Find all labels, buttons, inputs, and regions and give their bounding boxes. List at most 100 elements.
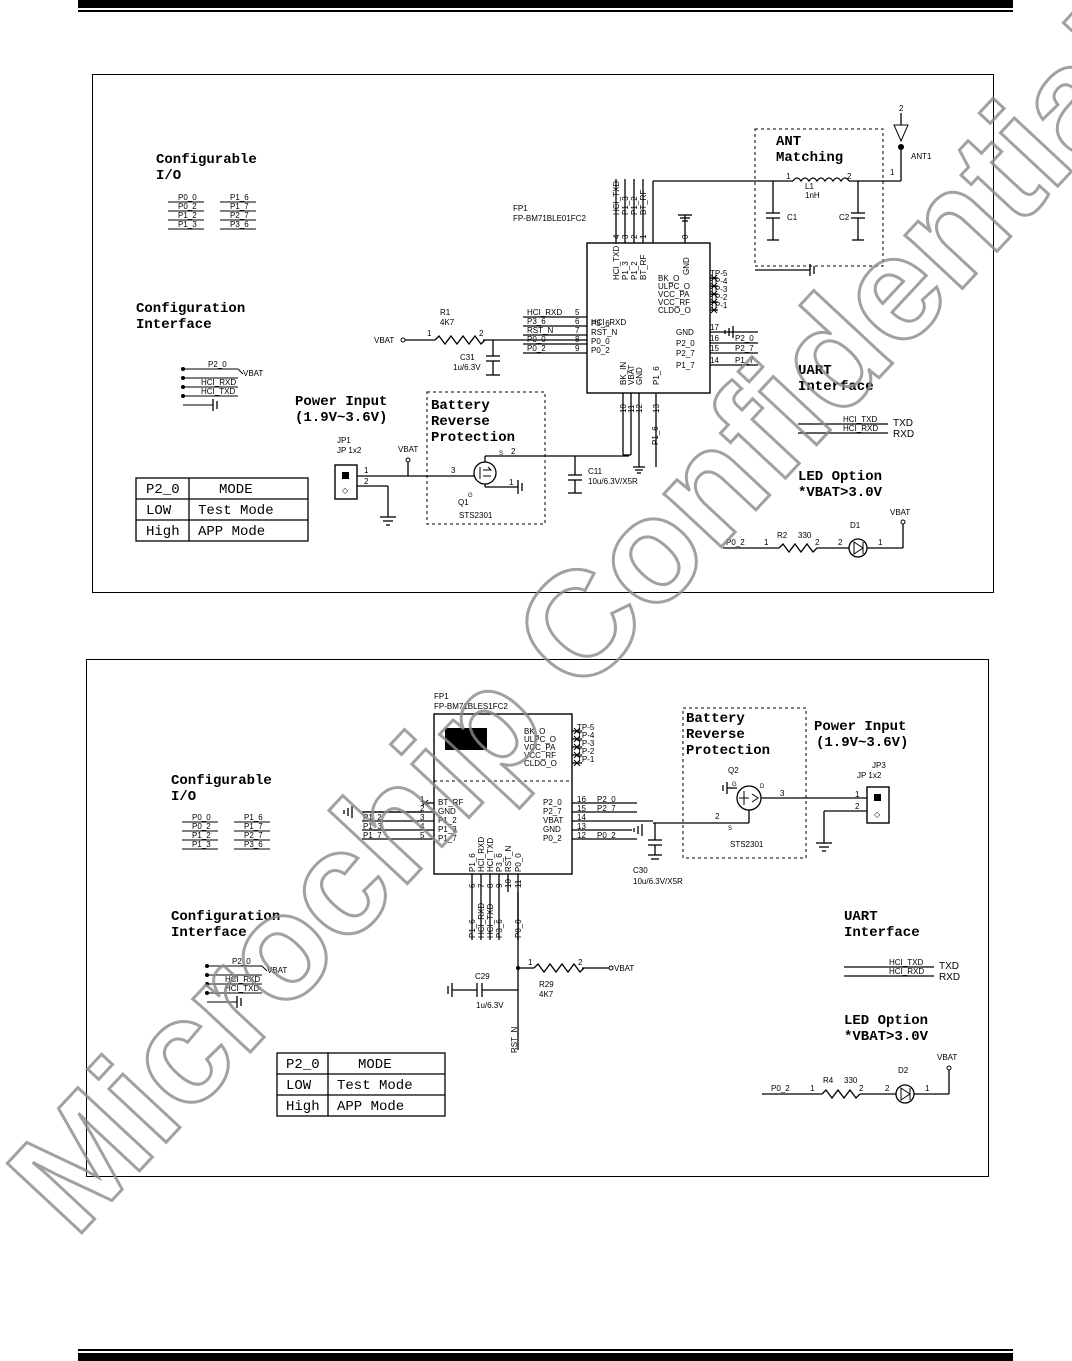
schematic-label: VBAT bbox=[890, 508, 910, 517]
schematic-label: 1 bbox=[925, 1084, 930, 1093]
schematic-shape bbox=[334, 464, 358, 500]
c29-value: 1u/6.3V bbox=[476, 1001, 504, 1010]
schematic-shape bbox=[533, 962, 585, 974]
schematic-shape bbox=[405, 457, 411, 463]
chip-pin-number: 7 bbox=[575, 326, 580, 335]
jp1-value: JP 1x2 bbox=[337, 446, 362, 455]
r1-c31-top: VBAT R1 4K7 1 2 C31 1u/6.3V bbox=[374, 308, 587, 376]
io-net-right: P1_6 bbox=[244, 813, 263, 822]
chip-pin-number: 2 bbox=[630, 234, 639, 239]
wire bbox=[237, 368, 244, 375]
chip-pin-name: BK_IN bbox=[619, 362, 628, 385]
schematic-shape bbox=[895, 1084, 915, 1104]
cfg-net: VBAT bbox=[243, 369, 263, 378]
schematic-shape bbox=[479, 466, 493, 479]
schematic-shape bbox=[473, 461, 497, 485]
chip-right-net: P0_2 bbox=[597, 831, 616, 840]
schematic-label: RXD bbox=[893, 429, 914, 440]
chip-pin-name: P1_2 bbox=[438, 816, 457, 825]
chip-part: FP-BM71BLES1FC2 bbox=[434, 702, 508, 711]
schematic-shape bbox=[608, 965, 614, 971]
chip-right-name: P2_7 bbox=[676, 349, 695, 358]
uart-interface-bottom: UART Interface HCI_TXD HCI_RXD TXD RXD bbox=[844, 909, 960, 983]
chip-pin-number: 1 bbox=[420, 795, 425, 804]
c31-ref: C31 bbox=[460, 353, 475, 362]
io-net-left: P1_3 bbox=[178, 220, 197, 229]
chip-right-net: P2_0 bbox=[597, 795, 616, 804]
chip-pin-name: HCI_RXD bbox=[477, 837, 486, 872]
header-rule-thin bbox=[78, 10, 1013, 12]
chip-tp-name: VCC_RF bbox=[658, 298, 690, 307]
schematic-label: 1 bbox=[890, 168, 895, 177]
chip-pin-number: 2 bbox=[420, 804, 425, 813]
jp3-value: JP 1x2 bbox=[857, 771, 882, 780]
schematic-label: RST_N bbox=[510, 1027, 519, 1053]
chip-pin-name: P2_7 bbox=[543, 807, 562, 816]
chip-tp-label: TP-4 bbox=[710, 277, 728, 286]
chip-pin-name: GND bbox=[438, 807, 456, 816]
chip-pin-number: 14 bbox=[710, 356, 719, 365]
chip-pin-name: HCI_TXD bbox=[486, 838, 495, 872]
configuration-interface-top: Configuration Interface P2_0VBATHCI_RXDH… bbox=[136, 301, 263, 411]
io-net-left: P0_2 bbox=[192, 822, 211, 831]
footer-rule-thick bbox=[78, 1353, 1013, 1361]
chip-bottom-net: P1_6 bbox=[468, 919, 477, 938]
chip-right-net: P2_7 bbox=[735, 344, 754, 353]
schematic-label: High bbox=[146, 524, 180, 540]
chip-pin-number: 12 bbox=[635, 404, 644, 413]
ant-title-2: Matching bbox=[776, 150, 843, 166]
wire bbox=[261, 965, 268, 972]
io-net-right: P1_7 bbox=[244, 822, 263, 831]
chip-bottom-net: HCI_RXD bbox=[477, 903, 486, 938]
chip-ref: FP1 bbox=[434, 692, 449, 701]
chip-tp-label: TP-4 bbox=[577, 731, 595, 740]
schematic-shape bbox=[682, 707, 807, 859]
schematic-label: 1 bbox=[528, 958, 533, 967]
chip-top-net: HCI_TXD bbox=[612, 181, 621, 215]
io-net-left: P0_0 bbox=[192, 813, 211, 822]
schematic-label: 1 bbox=[855, 790, 860, 799]
schematic-label: LOW bbox=[146, 503, 172, 519]
schematic-shape bbox=[866, 786, 890, 824]
chip-bottom-net: P3_6 bbox=[495, 919, 504, 938]
chip-pin-number: 10 bbox=[504, 879, 513, 888]
chip-tp-label: TP-2 bbox=[710, 293, 728, 302]
chip-pin-number: 3 bbox=[420, 813, 425, 822]
chip-bottom-net: P1_6 bbox=[651, 426, 660, 445]
io-net-right: P3_6 bbox=[244, 840, 263, 849]
chip-pin-name: P1_3 bbox=[438, 825, 457, 834]
ant-matching-top: ANT Matching L1 1nH 1 2 C1 C2 ANT1 2 1 bbox=[652, 104, 932, 276]
chip-pin-name: P1_3 bbox=[621, 261, 630, 280]
schematic-label: High bbox=[286, 1099, 320, 1115]
chip-pin-number: 3 bbox=[621, 234, 630, 239]
io-net-left: P1_2 bbox=[178, 211, 197, 220]
schematic-label: APP Mode bbox=[198, 524, 265, 540]
wire bbox=[710, 282, 718, 290]
schematic-shape bbox=[739, 791, 759, 805]
chip-left-net: P1_3 bbox=[363, 822, 382, 831]
wire bbox=[573, 751, 581, 759]
chip-tp-label: TP-1 bbox=[710, 301, 728, 310]
chip-tp-name: CLDO_O bbox=[524, 759, 557, 768]
power-input-range: (1.9V~3.6V) bbox=[295, 410, 387, 426]
wire bbox=[710, 274, 718, 282]
chip-right-name: P1_7 bbox=[676, 361, 695, 370]
power-input-title: Power Input bbox=[295, 394, 387, 410]
schematic-shape bbox=[848, 538, 868, 558]
chip-tp-name: BK_O bbox=[524, 727, 545, 736]
c30-ref: C30 bbox=[633, 866, 648, 875]
chip-tp-name: BK_O bbox=[658, 274, 679, 283]
schematic-label: TXD bbox=[939, 961, 959, 972]
chip-tp-name: VCC_RF bbox=[524, 751, 556, 760]
wire bbox=[573, 727, 581, 735]
schematic-label: 2 bbox=[855, 802, 860, 811]
schematic-shape bbox=[900, 519, 906, 525]
r1-ref: R1 bbox=[440, 308, 451, 317]
mode-table-bottom: P2_0 MODE LOW Test Mode High APP Mode bbox=[276, 1052, 446, 1117]
chip-pin-name: P1_6 bbox=[652, 366, 661, 385]
